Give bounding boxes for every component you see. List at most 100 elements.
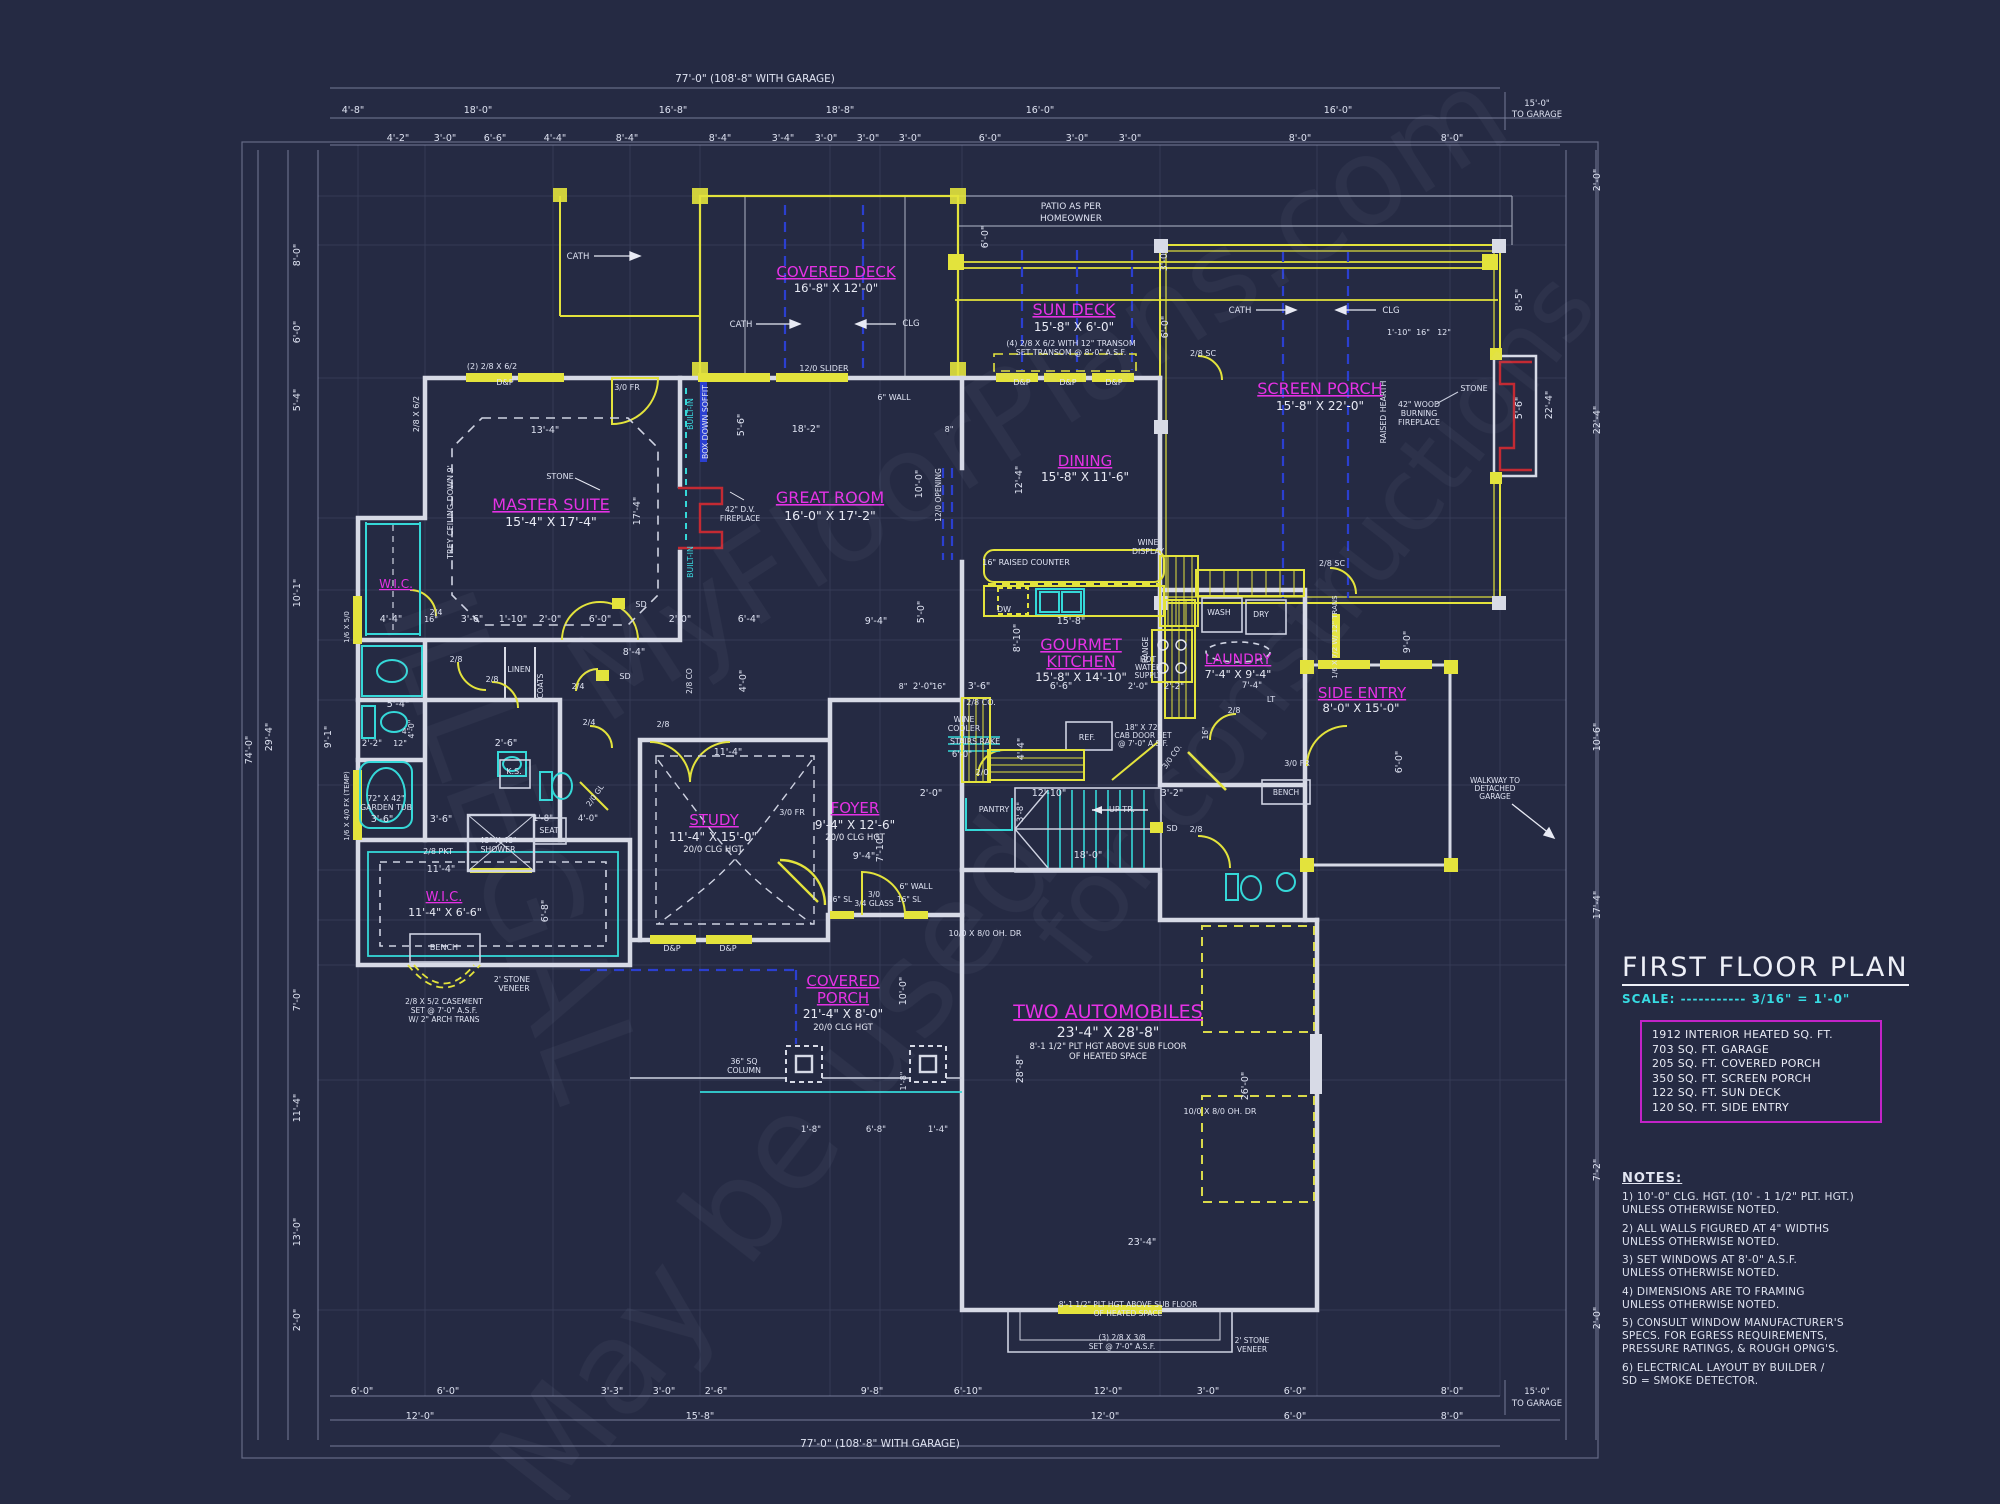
annotation-text: 3'-6" [968,681,991,692]
annotation-text: 3/4 GLASS [854,899,894,908]
svg-text:15'-8" X 14'-10": 15'-8" X 14'-10" [1035,670,1127,684]
annotation-text: 6'-0" [292,321,303,344]
annotation-text: LINEN [507,665,530,674]
annotation-text: DETACHED [1475,784,1516,793]
annotation-text: CATH [730,320,753,330]
annotation-text: BURNING [1401,409,1437,418]
annotation-text: STONE [1460,384,1487,393]
smoke-detector-icons [596,598,1163,833]
annotation-text: 12'-0" [1091,1411,1120,1422]
annotation-text: 3'-0" [857,133,880,144]
annotation-text: HOT [1140,655,1157,664]
annotation-text: 7'-10" [875,834,886,863]
annotation-text: 9'-0" [1402,631,1413,654]
annotation-text: 72" X 42" [367,794,404,803]
svg-text:15'-8" X 22'-0": 15'-8" X 22'-0" [1276,399,1364,413]
annotation-text: 17'-4" [632,497,643,526]
annotation-text: 1'-10" [1387,328,1411,337]
room-labels: COVERED DECK 16'-8" X 12'-0" SUN DECK 15… [379,263,1407,1062]
annotation-text: 16" [1201,727,1210,740]
annotation-text: 6'-6" [484,133,507,144]
annotation-text: 1'-8" [801,1125,821,1135]
annotation-text: 3'-6" [430,814,453,825]
annotation-text: (2) 2/8 X 6/2 [467,362,517,371]
annotation-text: COLUMN [727,1066,761,1075]
svg-text:COVERED: COVERED [806,972,879,990]
svg-text:20/0 CLG HGT: 20/0 CLG HGT [825,833,885,843]
annotation-text: OF HEATED SPACE [1094,1309,1163,1318]
annotation-text: 3/0 FR [1284,759,1310,768]
annotation-text: 6'-10" [954,1386,983,1397]
annotation-text: 2/4 [583,718,596,727]
annotation-text: 2/8 X 5/2 CASEMENT [405,997,483,1006]
annotation-text: 1'-8" [533,814,553,824]
annotation-text: TO GARAGE [1511,110,1562,120]
annotation-text: 16'-8" [659,105,688,116]
annotation-text: 77'-0" (108'-8" WITH GARAGE) [800,1438,960,1450]
annotation-text: 17'-4" [1592,891,1603,920]
annotation-text: 2/8 CO. [966,698,996,707]
svg-text:7'-4" X 9'-4": 7'-4" X 9'-4" [1205,668,1272,681]
note-item: 6) ELECTRICAL LAYOUT BY BUILDER / SD = S… [1622,1361,1825,1387]
annotation-text: SHOWER [480,845,516,854]
annotation-text: D&P [1059,378,1076,387]
annotation-text: 8" [899,682,908,691]
annotation-text: 4'-0" [578,814,598,824]
annotation-text: @ 7'-0" A.S.F. [1118,739,1168,748]
room-label-kitchen: GOURMET KITCHEN 15'-8" X 14'-10" [1035,635,1127,684]
annotation-text: 29'-4" [264,723,275,752]
annotation-text: 2/0 [976,768,989,777]
annotation-text: 6'-0" [1284,1411,1307,1422]
annotation-text: 13'-4" [531,425,560,436]
svg-text:SUN DECK: SUN DECK [1032,300,1116,319]
annotation-text: SEAT [539,826,559,835]
annotation-text: 10'-1" [292,579,303,608]
annotation-text: 36" SQ [730,1057,757,1066]
annotation-text: 8'-4" [623,647,646,658]
svg-text:SCREEN PORCH: SCREEN PORCH [1257,379,1382,398]
annotation-arrows [574,251,1556,840]
annotation-text: DW [997,605,1011,614]
annotation-text: 2/8 PKT [423,847,453,856]
annotation-text: SD [635,600,646,609]
svg-text:LAUNDRY: LAUNDRY [1205,652,1272,668]
room-label-garage: TWO AUTOMOBILES 23'-4" X 28'-8" 8'-1 1/2… [1012,1001,1203,1062]
annotation-text: 8'-0" [1441,133,1464,144]
annotation-text: 8'-0" [1289,133,1312,144]
annotation-text: 8'-4" [616,133,639,144]
annotation-text: 6'-0" [437,1386,460,1397]
svg-text:8'-1 1/2" PLT HGT ABOVE SUB FL: 8'-1 1/2" PLT HGT ABOVE SUB FLOOR [1029,1042,1186,1052]
annotation-text: 12" [1437,328,1451,337]
annotation-text: 22'-4" [1544,391,1555,420]
svg-text:COVERED DECK: COVERED DECK [776,263,896,281]
annotation-text: 4'-4" [380,614,403,625]
annotation-text: 8'-0" [292,244,303,267]
annotation-text: 6'-0" [1394,751,1405,774]
annotation-text: 16'-0" [1026,105,1055,116]
svg-text:11'-4" X 15'-0": 11'-4" X 15'-0" [669,830,757,844]
annotation-text: 16" SL [828,895,853,904]
annotation-text: 12'-0" [1094,1386,1123,1397]
annotation-text: COATS [536,673,545,698]
annotation-text: CLG [1382,306,1399,316]
area-table: 1912 INTERIOR HEATED SQ. FT. 703 SQ. FT.… [1640,1020,1882,1124]
annotation-text: 4'-4" [544,133,567,144]
annotation-text: 18'-0" [1074,850,1103,861]
annotation-text: 2/8 [486,675,499,684]
annotation-text: DISPLAY [1132,547,1164,556]
annotation-text: 3'-6" [461,614,484,625]
room-label-great-room: GREAT ROOM 16'-0" X 17'-2" [776,488,884,523]
sheet-title: FIRST FLOOR PLAN [1622,952,1909,986]
note-item: 4) DIMENSIONS ARE TO FRAMING UNLESS OTHE… [1622,1285,1805,1311]
room-label-wic-left: W.I.C. [379,577,413,591]
annotation-text: WINE [954,715,975,724]
annotation-text: 3'-8" [1016,802,1026,822]
title-block: FIRST FLOOR PLAN SCALE: ----------- 3/16… [1622,952,1942,1388]
annotation-text: 15'-0" [1524,99,1550,109]
annotation-text: 2/4 [430,608,443,617]
annotation-text: D&P [496,378,513,387]
svg-text:16'-8" X 12'-0": 16'-8" X 12'-0" [794,281,878,295]
trey-ceiling-outline [451,417,659,626]
annotation-text: 6'-4" [738,614,761,625]
